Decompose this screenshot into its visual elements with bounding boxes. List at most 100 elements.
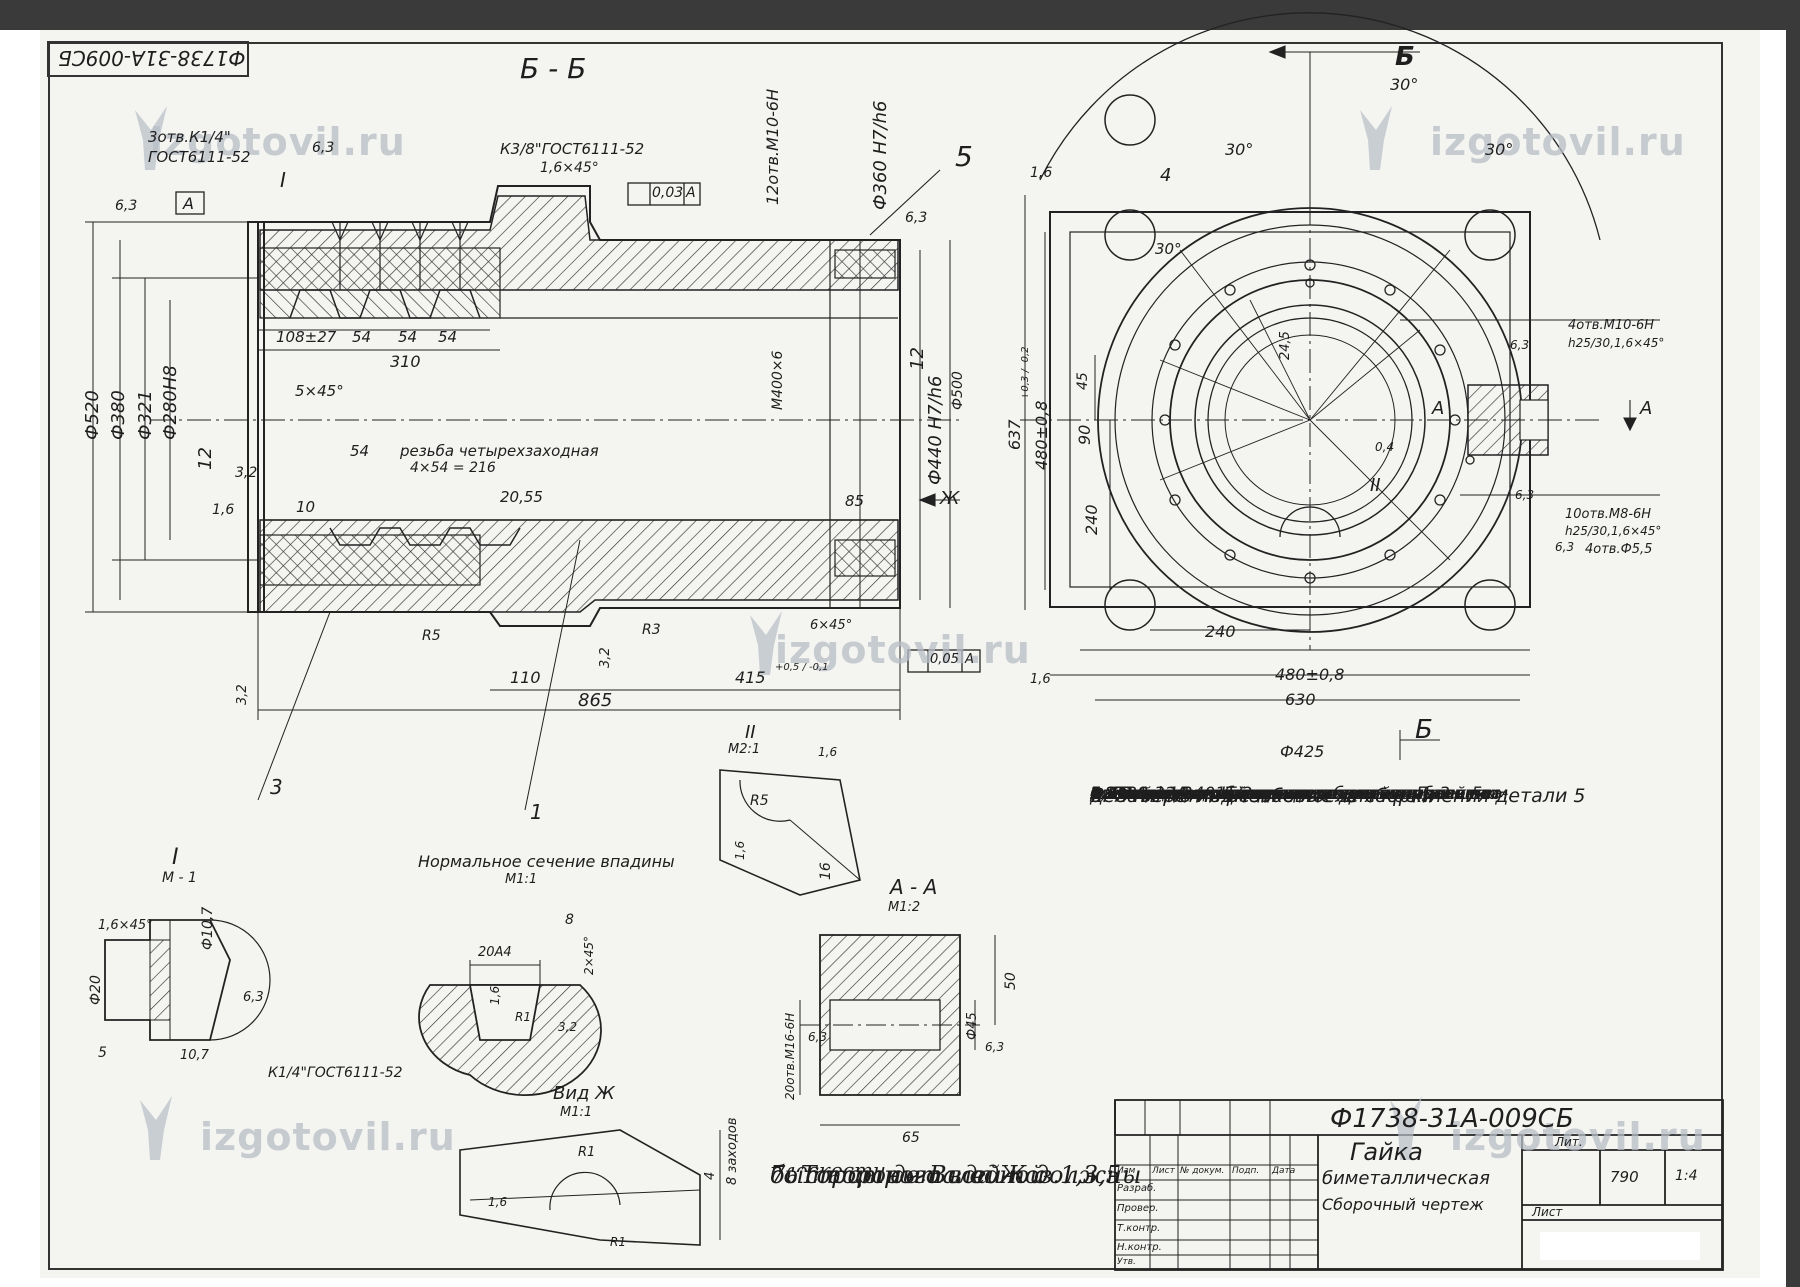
title-block-name-2: биметаллическая — [1322, 1168, 1491, 1189]
title-block-name-1: Гайка — [1350, 1138, 1423, 1166]
dim-d440: Ф440 Н7/h6 — [925, 375, 946, 486]
stamp-number: Ф1738-31А-009СБ — [58, 46, 246, 70]
dim-d520: Ф520 — [82, 390, 103, 440]
d2-16-a: 1,6 — [818, 745, 838, 759]
section-bb-title: Б - Б — [520, 52, 587, 85]
dim-90: 90 — [1075, 424, 1094, 445]
end-view — [1020, 12, 1601, 650]
roughness-63-right-a: 6,3 — [1510, 338, 1530, 352]
title-block-role-3: Т.контр. — [1117, 1223, 1161, 1234]
note-line: мами. — [1090, 784, 1143, 804]
dim-637-tol: +0,3 / -0,2 — [1020, 346, 1031, 400]
note-line: и их заходы клеймить порядковыми клей- — [1090, 784, 1472, 804]
note-line: 5.* Размеры для справок. — [1090, 784, 1319, 804]
detail-ii-scale: М2:1 — [728, 742, 761, 757]
holes-55-note: 4отв.Ф5,5 — [1585, 542, 1653, 557]
holes-note-2: ГОСТ6111-52 — [148, 148, 251, 166]
scan-right-edge — [1786, 0, 1800, 1287]
ns-2x45: 2×45° — [582, 936, 596, 975]
dim-chamfer-6: 6×45° — [810, 618, 853, 633]
dim-54-a: 54 — [352, 328, 372, 346]
callout-i: I — [280, 168, 286, 192]
normal-section-title: Нормальное сечение впадины — [418, 852, 675, 871]
roughness-63-right-b: 6,3 — [1515, 488, 1535, 502]
left-dimension-lines — [85, 221, 951, 811]
d1-d107: Ф10,7 — [200, 906, 216, 950]
watermark-2: izgotovil.ru — [1430, 120, 1686, 164]
callout-3: 3 — [270, 775, 283, 799]
d1-5: 5 — [98, 1045, 107, 1061]
note-line: 6. Отверстия резьбовые для крепления дет… — [1090, 785, 1586, 807]
title-block-head-doc: № докум. — [1180, 1166, 1225, 1176]
dim-d280: Ф280Н8 — [160, 365, 181, 440]
watermark-figure-icon-4 — [140, 1096, 172, 1160]
title-block-head-list: Лист — [1152, 1166, 1175, 1176]
zh-r1-a: R1 — [578, 1145, 596, 1160]
title-block-role-2: Провер. — [1117, 1203, 1159, 1214]
bolt-circle-holes — [1159, 259, 1475, 584]
ns-20a4: 20А4 — [478, 945, 512, 960]
datum-a-label: А — [183, 194, 194, 213]
tolerance-frame-2 — [907, 649, 981, 673]
title-block-role-4: Н.контр. — [1117, 1242, 1162, 1253]
d1-63: 6,3 — [243, 990, 264, 1005]
tolerance-1-value: 0,03 — [652, 185, 684, 201]
dim-12-a: 12 — [907, 347, 928, 370]
dim-r3: R3 — [642, 622, 661, 638]
dim-2055: 20,55 — [500, 488, 543, 506]
thread-m10-label: 12отв.М10-6Н — [763, 88, 782, 205]
callout-ii: II — [1370, 475, 1381, 496]
note-line: 4. Размер В при спаривании со шпинделем — [1090, 784, 1479, 804]
dim-d425: Ф425 — [1280, 742, 1325, 761]
section-mark-a-right: А — [1640, 398, 1653, 419]
aa-63-a: 6,3 — [808, 1030, 828, 1044]
drawing-border — [48, 42, 1723, 1270]
dim-637: 637 — [1005, 419, 1024, 450]
leader-lines — [869, 45, 1637, 507]
note-line: осевой зазор спаренных деталей не больше — [1090, 784, 1491, 804]
watermark-1: izgotovil.ru — [150, 120, 406, 164]
angle-30-c: 30° — [1485, 140, 1514, 159]
watermark-figure-icon-3 — [750, 611, 782, 675]
aa-50: 50 — [1003, 972, 1019, 990]
note-line: дины каждого захода резьбы. — [1090, 784, 1363, 804]
aa-20-holes: 20отв.М16-6Н — [783, 1012, 797, 1100]
dim-45: 45 — [1075, 372, 1091, 390]
roughness-63-top: 6,3 — [312, 140, 335, 156]
watermark-figure-icon-5 — [1390, 1096, 1422, 1160]
zh-8-starts: 8 заходов — [725, 1117, 740, 1185]
dim-54-c: 54 — [438, 328, 458, 346]
note-line: 2. Смазочные отверстия сверлить против в… — [1090, 784, 1509, 804]
section-bb-view — [150, 185, 960, 627]
title-block-role-5: Утв. — [1117, 1257, 1136, 1267]
thread-note-2: 1,6×45° — [540, 160, 599, 176]
aa-65: 65 — [902, 1130, 920, 1146]
holes-note-1: 3отв.К1/4" — [148, 128, 231, 146]
d2-16-c: 16 — [818, 862, 834, 880]
handwritten-line: плоскости — [770, 1160, 886, 1172]
holes-m10-note-2: h25/30,1,6×45° — [1568, 336, 1665, 350]
dim-54-d: 54 — [350, 442, 370, 460]
section-aa-scale: М1:2 — [888, 900, 921, 915]
watermark-figure-icon-2 — [1360, 106, 1392, 170]
ns-16: 1,6 — [488, 985, 502, 1005]
dim-310: 310 — [390, 352, 421, 371]
title-block-sheet: Лист — [1532, 1205, 1563, 1219]
dim-245: 24,5 — [1278, 331, 1293, 360]
dim-85: 85 — [845, 492, 865, 510]
handwritten-line: 7. Торцы деталей поз.1,3,5 — [770, 1161, 1122, 1189]
dim-m400: М400×6 — [770, 350, 786, 410]
dim-240-vertical: 240 — [1082, 504, 1101, 535]
note-line: 3. Заходы резьбы запилить на размер 3...… — [1090, 784, 1514, 804]
holes-m10-note-1: 4отв.М10-6Н — [1568, 318, 1655, 333]
dim-865: 865 — [578, 690, 613, 711]
detail-i-title: I — [172, 845, 179, 870]
aa-63-b: 6,3 — [985, 1040, 1005, 1054]
ns-8: 8 — [565, 912, 574, 928]
view-arrow-b-bottom: Б — [1415, 715, 1433, 745]
normal-section-scale: М1:1 — [505, 872, 538, 887]
dim-108: 108±27 — [276, 328, 337, 346]
title-block-lines — [1114, 1099, 1724, 1271]
watermark-3: izgotovil.ru — [775, 628, 1031, 672]
